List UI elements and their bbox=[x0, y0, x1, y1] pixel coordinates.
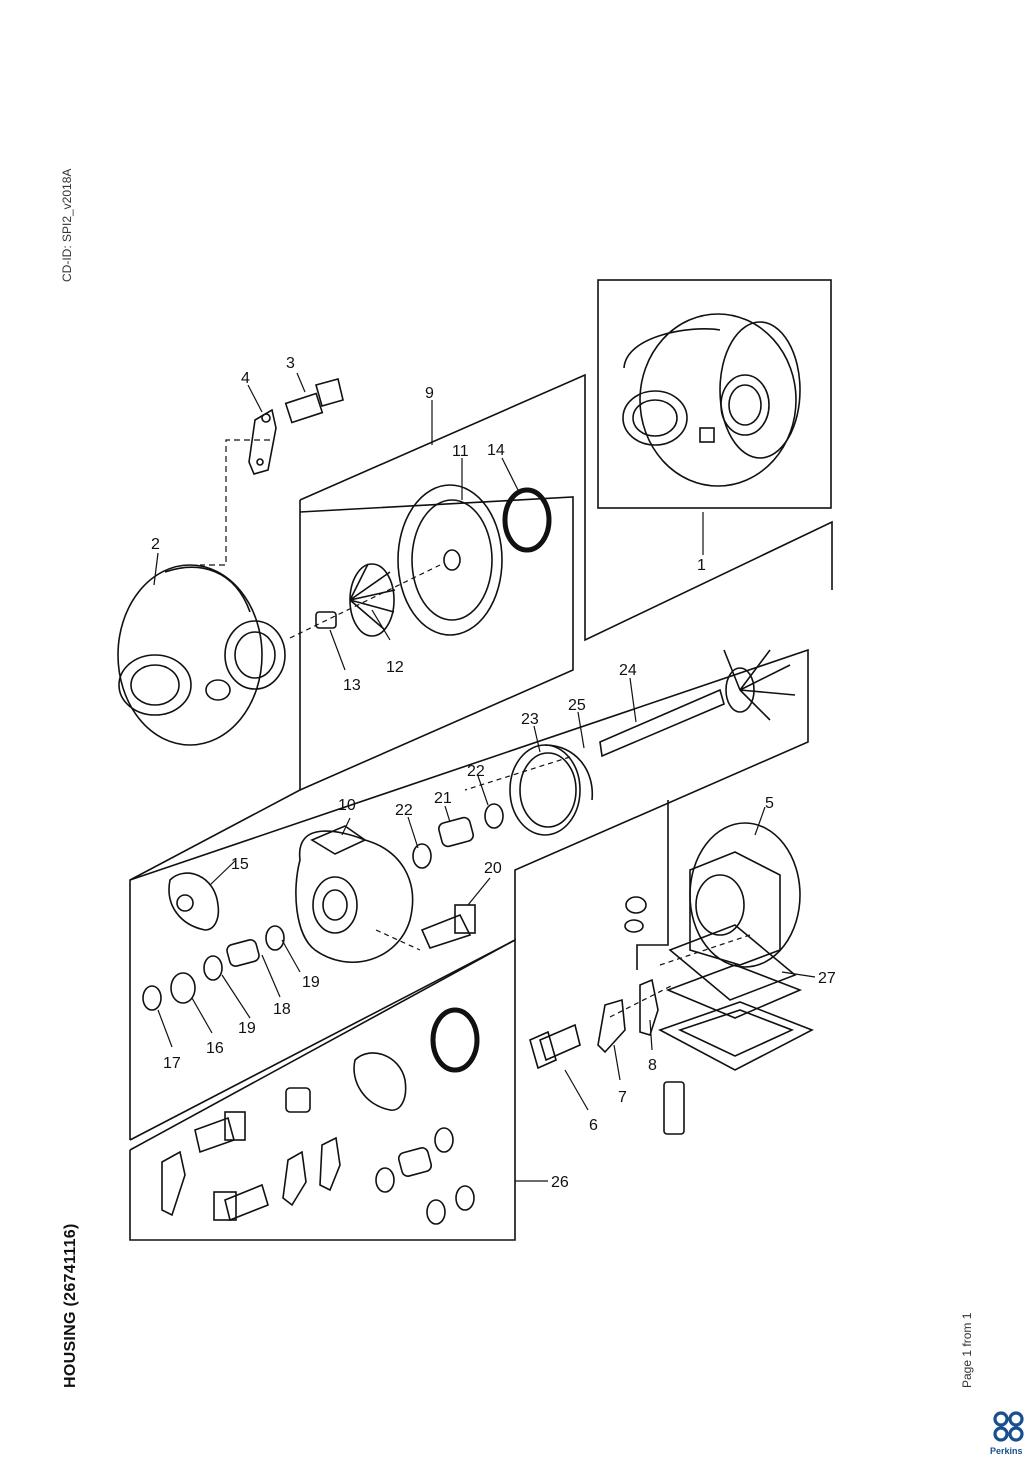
part-circlip-19 bbox=[203, 955, 223, 981]
callout-19: 19 bbox=[238, 1020, 256, 1037]
small-parts-bearing-set bbox=[142, 803, 504, 1011]
part-lock-plate bbox=[248, 408, 277, 475]
callout-24: 24 bbox=[619, 662, 637, 679]
part-nut-small bbox=[625, 896, 647, 914]
callout-1: 1 bbox=[697, 557, 706, 574]
perkins-logo bbox=[993, 1411, 1024, 1442]
callout-16: 16 bbox=[206, 1040, 224, 1057]
part-journal-bearing-18 bbox=[226, 939, 260, 967]
callout-10: 10 bbox=[338, 797, 356, 814]
part-heat-shield bbox=[509, 744, 594, 836]
callout-5: 5 bbox=[765, 795, 774, 812]
part-thrust-collar bbox=[168, 872, 220, 931]
callout-25: 25 bbox=[568, 697, 586, 714]
callout-6: 6 bbox=[589, 1117, 598, 1134]
part-bolt bbox=[284, 378, 344, 424]
part-circlip-22 bbox=[412, 843, 432, 869]
part-bolt-6 bbox=[539, 1023, 581, 1062]
frame-group-10 bbox=[129, 648, 809, 1141]
callout-11: 11 bbox=[452, 443, 469, 460]
callout-21: 21 bbox=[434, 790, 452, 807]
callout-20: 20 bbox=[484, 860, 502, 877]
callout-2: 2 bbox=[151, 536, 160, 553]
callout-17: 17 bbox=[163, 1055, 181, 1072]
part-lock-plate-8 bbox=[639, 978, 659, 1036]
frame-item-9 bbox=[299, 373, 833, 642]
callout-4: 4 bbox=[241, 370, 250, 387]
frame-item-5 bbox=[636, 800, 669, 970]
small-parts-turbine-fasteners bbox=[529, 896, 685, 1135]
part-bolt-head-6 bbox=[529, 1030, 557, 1070]
callout-9: 9 bbox=[425, 385, 434, 402]
brand-name: Perkins bbox=[990, 1446, 1023, 1456]
part-thrust-bearing-16 bbox=[170, 972, 196, 1004]
callout-26: 26 bbox=[551, 1174, 569, 1191]
frame-inner-9 bbox=[299, 496, 574, 791]
callout-12: 12 bbox=[386, 659, 404, 676]
callout-15: 15 bbox=[231, 856, 249, 873]
part-compressor-wheel bbox=[349, 563, 396, 637]
part-o-ring bbox=[502, 487, 552, 553]
frame-group-left bbox=[129, 500, 301, 1140]
callout-18: 18 bbox=[273, 1001, 291, 1018]
part-compressor-housing bbox=[622, 313, 801, 487]
callout-19b: 19 bbox=[302, 974, 320, 991]
part-circlip-17 bbox=[142, 985, 162, 1011]
part-shaft-turbine-wheel bbox=[599, 649, 796, 758]
part-gasket-27 bbox=[658, 964, 814, 1071]
callout-3: 3 bbox=[286, 355, 295, 372]
part-bolt-20 bbox=[420, 913, 472, 949]
callout-labels: 1 2 3 4 5 6 7 8 9 10 11 12 13 14 15 16 1… bbox=[151, 355, 836, 1191]
part-stud bbox=[663, 1081, 685, 1135]
frame-item-26 bbox=[129, 938, 516, 1241]
part-compressor-cover bbox=[117, 564, 286, 746]
part-nut bbox=[315, 611, 337, 629]
part-backplate bbox=[397, 484, 503, 636]
callout-23: 23 bbox=[521, 711, 539, 728]
part-washer-small bbox=[624, 919, 644, 933]
callout-14: 14 bbox=[487, 442, 505, 459]
part-circlip-19b bbox=[265, 925, 285, 951]
frame-item-1 bbox=[597, 279, 832, 509]
part-turbine-housing bbox=[668, 822, 801, 1001]
part-bearing-housing bbox=[295, 825, 414, 964]
group-frames bbox=[129, 279, 833, 1241]
callout-27: 27 bbox=[818, 970, 836, 987]
callout-22: 22 bbox=[395, 802, 413, 819]
part-service-kit bbox=[161, 1007, 480, 1225]
part-circlip-22b bbox=[484, 803, 504, 829]
callout-13: 13 bbox=[343, 677, 361, 694]
callout-22b: 22 bbox=[467, 763, 485, 780]
callout-7: 7 bbox=[618, 1089, 627, 1106]
part-lock-plate-7 bbox=[597, 998, 626, 1054]
leader-lines bbox=[153, 372, 816, 1182]
part-bolt-head-20 bbox=[454, 904, 476, 934]
callout-8: 8 bbox=[648, 1057, 657, 1074]
part-journal-bearing-21 bbox=[437, 816, 475, 848]
